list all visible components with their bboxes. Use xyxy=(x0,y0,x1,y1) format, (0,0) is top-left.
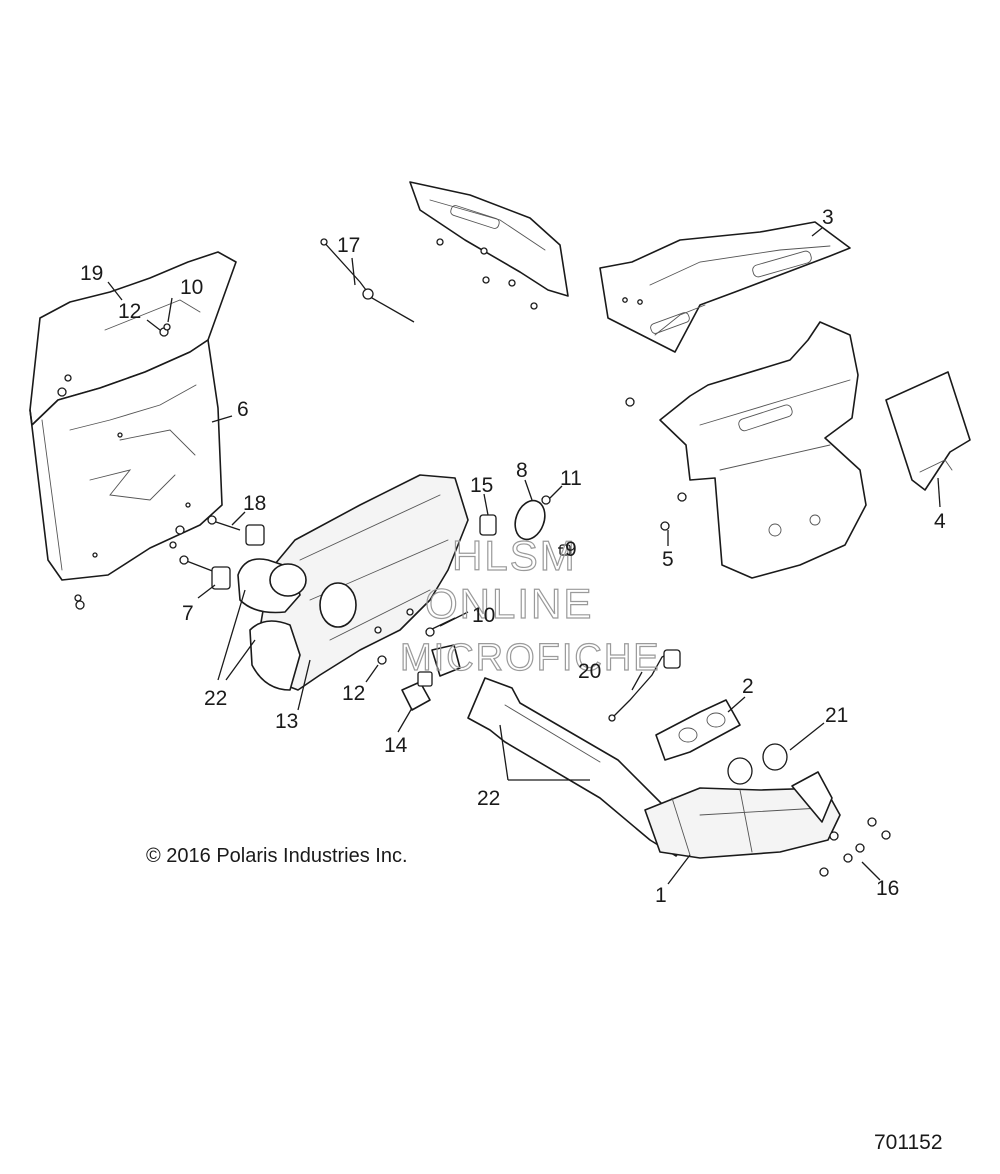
svg-text:HLSM: HLSM xyxy=(452,532,577,579)
callout-20[interactable]: 20 xyxy=(578,660,601,683)
callout-22-bottom[interactable]: 22 xyxy=(477,787,500,810)
callout-11[interactable]: 11 xyxy=(560,467,582,490)
callout-17[interactable]: 17 xyxy=(337,234,360,257)
svg-text:MICROFICHE: MICROFICHE xyxy=(400,637,661,679)
callout-13[interactable]: 13 xyxy=(275,710,298,733)
leader-lines xyxy=(107,227,941,885)
callout-12-top[interactable]: 12 xyxy=(118,300,141,323)
heat-shield-left xyxy=(29,251,237,581)
cable-tie xyxy=(320,238,415,323)
callout-1[interactable]: 1 xyxy=(655,884,667,907)
heat-shield-plate xyxy=(885,371,971,491)
heat-shield-upper-right xyxy=(599,221,851,353)
callout-8[interactable]: 8 xyxy=(516,459,528,482)
exhaust-pipe xyxy=(467,677,841,859)
oxygen-sensor xyxy=(608,649,681,722)
callout-10-top[interactable]: 10 xyxy=(180,276,203,299)
callout-16[interactable]: 16 xyxy=(876,877,899,900)
seal-rings xyxy=(727,743,788,785)
hardware xyxy=(57,323,891,877)
svg-text:ONLINE: ONLINE xyxy=(425,580,593,627)
callout-9[interactable]: 9 xyxy=(565,538,577,561)
callout-14[interactable]: 14 xyxy=(384,734,408,757)
copyright-notice: © 2016 Polaris Industries Inc. xyxy=(146,845,408,867)
callout-19[interactable]: 19 xyxy=(80,262,103,285)
gasket xyxy=(655,699,741,761)
heat-shield-lower-right xyxy=(659,321,867,579)
callout-3[interactable]: 3 xyxy=(822,206,834,229)
callout-12-bottom[interactable]: 12 xyxy=(342,682,365,705)
callout-6[interactable]: 6 xyxy=(237,398,249,421)
figure-number: 701152 xyxy=(874,1131,943,1154)
exhaust-manifold xyxy=(237,474,469,691)
callout-4[interactable]: 4 xyxy=(934,510,946,533)
watermark: HLSM ONLINE MICROFICHE xyxy=(399,531,661,679)
callouts: 1 2 3 4 5 6 7 8 9 10 10 11 12 12 13 14 1… xyxy=(80,206,946,907)
callout-21[interactable]: 21 xyxy=(825,704,848,727)
callout-22-left[interactable]: 22 xyxy=(204,687,227,710)
callout-10-bottom[interactable]: 10 xyxy=(472,604,495,627)
callout-2[interactable]: 2 xyxy=(742,675,754,698)
upper-bracket xyxy=(409,181,569,310)
callout-7[interactable]: 7 xyxy=(182,602,194,625)
callout-18[interactable]: 18 xyxy=(243,492,266,515)
callout-15[interactable]: 15 xyxy=(470,474,493,497)
callout-5[interactable]: 5 xyxy=(662,548,674,571)
